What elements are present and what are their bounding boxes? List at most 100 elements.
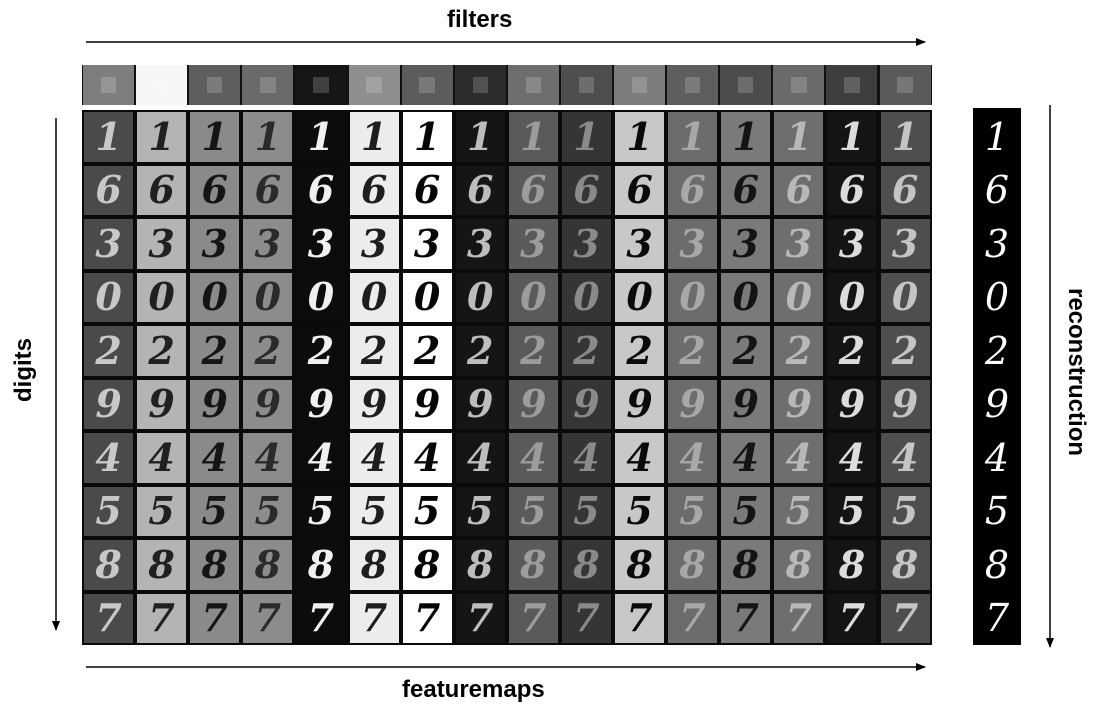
- featuremap-digit: 4: [307, 434, 335, 480]
- featuremap-digit: 5: [148, 488, 175, 534]
- featuremap-digit: 8: [201, 541, 228, 587]
- featuremap-cell: 5: [774, 486, 824, 536]
- featuremap-digit: 8: [679, 541, 706, 587]
- featuremap-cell: 2: [402, 326, 452, 376]
- filter-patch: [720, 65, 772, 105]
- featuremap-cell: 2: [84, 326, 134, 376]
- featuremap-cell: 6: [84, 165, 134, 215]
- featuremap-digit: 3: [520, 220, 547, 266]
- featuremap-digit: 5: [732, 488, 759, 534]
- featuremap-digit: 9: [148, 381, 175, 427]
- featuremap-cell: 8: [880, 540, 930, 590]
- featuremap-cell: 7: [137, 593, 187, 643]
- featuremap-cell: 0: [561, 272, 611, 322]
- featuremap-digit: 6: [201, 167, 228, 213]
- featuremap-digit: 3: [148, 220, 175, 266]
- filter-patch: [295, 65, 347, 105]
- featuremap-digit: 2: [838, 327, 866, 373]
- featuremap-digit: 4: [626, 434, 653, 480]
- featuremap-cell: 9: [84, 379, 134, 429]
- featuremap-cell: 9: [402, 379, 452, 429]
- featuremap-cell: 7: [561, 593, 611, 643]
- featuremap-cell: 9: [508, 379, 558, 429]
- featuremap-cell: 6: [668, 165, 718, 215]
- featuremap-cell: 9: [774, 379, 824, 429]
- featuremap-cell: 4: [402, 433, 452, 483]
- featuremap-cell: 8: [455, 540, 505, 590]
- featuremap-digit: 5: [891, 488, 919, 534]
- featuremap-cell: 5: [827, 486, 877, 536]
- featuremap-digit: 7: [148, 595, 175, 641]
- featuremap-cell: 2: [668, 326, 718, 376]
- featuremap-cell: 1: [615, 112, 665, 162]
- featuremap-cell: 1: [84, 112, 134, 162]
- featuremap-digit: 2: [573, 327, 600, 373]
- featuremap-cell: 0: [84, 272, 134, 322]
- featuremap-digit: 4: [95, 434, 122, 480]
- featuremap-digit: 4: [520, 434, 547, 480]
- featuremap-digit: 3: [732, 220, 759, 266]
- featuremap-cell: 7: [668, 593, 718, 643]
- filter-patch: [348, 65, 400, 105]
- featuremap-cell: 4: [349, 433, 399, 483]
- featuremap-cell: 8: [774, 540, 824, 590]
- featuremap-cell: 9: [668, 379, 718, 429]
- featuremap-digit: 2: [148, 327, 175, 373]
- filters-label: filters: [447, 6, 513, 33]
- featuremap-cell: 4: [615, 433, 665, 483]
- featuremap-cell: 4: [774, 433, 824, 483]
- reconstruction-digit: 4: [984, 435, 1010, 480]
- featuremap-cell: 4: [668, 433, 718, 483]
- featuremap-digit: 9: [785, 381, 813, 427]
- featuremap-digit: 1: [413, 113, 441, 159]
- featuremap-cell: 8: [668, 540, 718, 590]
- filter-patch: [507, 65, 559, 105]
- featuremap-digit: 9: [201, 381, 228, 427]
- featuremap-digit: 6: [626, 167, 653, 213]
- featuremap-cell: 4: [827, 433, 877, 483]
- featuremap-digit: 6: [413, 167, 441, 213]
- filter-patch: [614, 65, 666, 105]
- featuremap-cell: 9: [243, 379, 293, 429]
- featuremap-digit: 5: [838, 488, 866, 534]
- featuremap-cell: 6: [880, 165, 930, 215]
- featuremap-digit: 6: [785, 167, 813, 213]
- featuremap-digit: 2: [891, 327, 919, 373]
- reconstruction-digit: 7: [984, 596, 1010, 640]
- featuremap-cell: 4: [84, 433, 134, 483]
- featuremap-cell: 7: [402, 593, 452, 643]
- featuremap-cell: 7: [349, 593, 399, 643]
- filters-strip: [82, 65, 932, 105]
- featuremap-digit: 5: [467, 488, 494, 534]
- featuremap-digit: 4: [360, 434, 388, 480]
- featuremap-digit: 8: [573, 541, 600, 587]
- featuremap-digit: 6: [891, 167, 919, 213]
- featuremap-cell: 3: [296, 219, 346, 269]
- featuremap-cell: 0: [296, 272, 346, 322]
- featuremap-digit: 1: [360, 113, 388, 159]
- featuremap-cell: 3: [84, 219, 134, 269]
- featuremap-digit: 1: [626, 113, 653, 159]
- featuremap-digit: 1: [467, 113, 494, 159]
- featuremap-digit: 8: [413, 541, 441, 587]
- featuremap-cell: 8: [827, 540, 877, 590]
- featuremap-cell: 6: [243, 165, 293, 215]
- featuremap-cell: 8: [243, 540, 293, 590]
- featuremap-cell: 1: [668, 112, 718, 162]
- featuremap-cell: 8: [508, 540, 558, 590]
- featuremap-cell: 1: [561, 112, 611, 162]
- reconstruction-digit: 1: [984, 114, 1010, 159]
- featuremap-cell: 6: [455, 165, 505, 215]
- featuremap-cell: 3: [455, 219, 505, 269]
- featuremap-digit: 5: [785, 488, 813, 534]
- featuremap-cell: 9: [190, 379, 240, 429]
- featuremap-digit: 8: [891, 541, 919, 587]
- featuremap-cell: 4: [137, 433, 187, 483]
- featuremap-cell: 2: [190, 326, 240, 376]
- featuremap-digit: 6: [148, 167, 175, 213]
- featuremap-cell: 8: [296, 540, 346, 590]
- featuremap-digit: 3: [626, 220, 653, 266]
- featuremap-cell: 3: [190, 219, 240, 269]
- featuremap-digit: 8: [467, 541, 494, 587]
